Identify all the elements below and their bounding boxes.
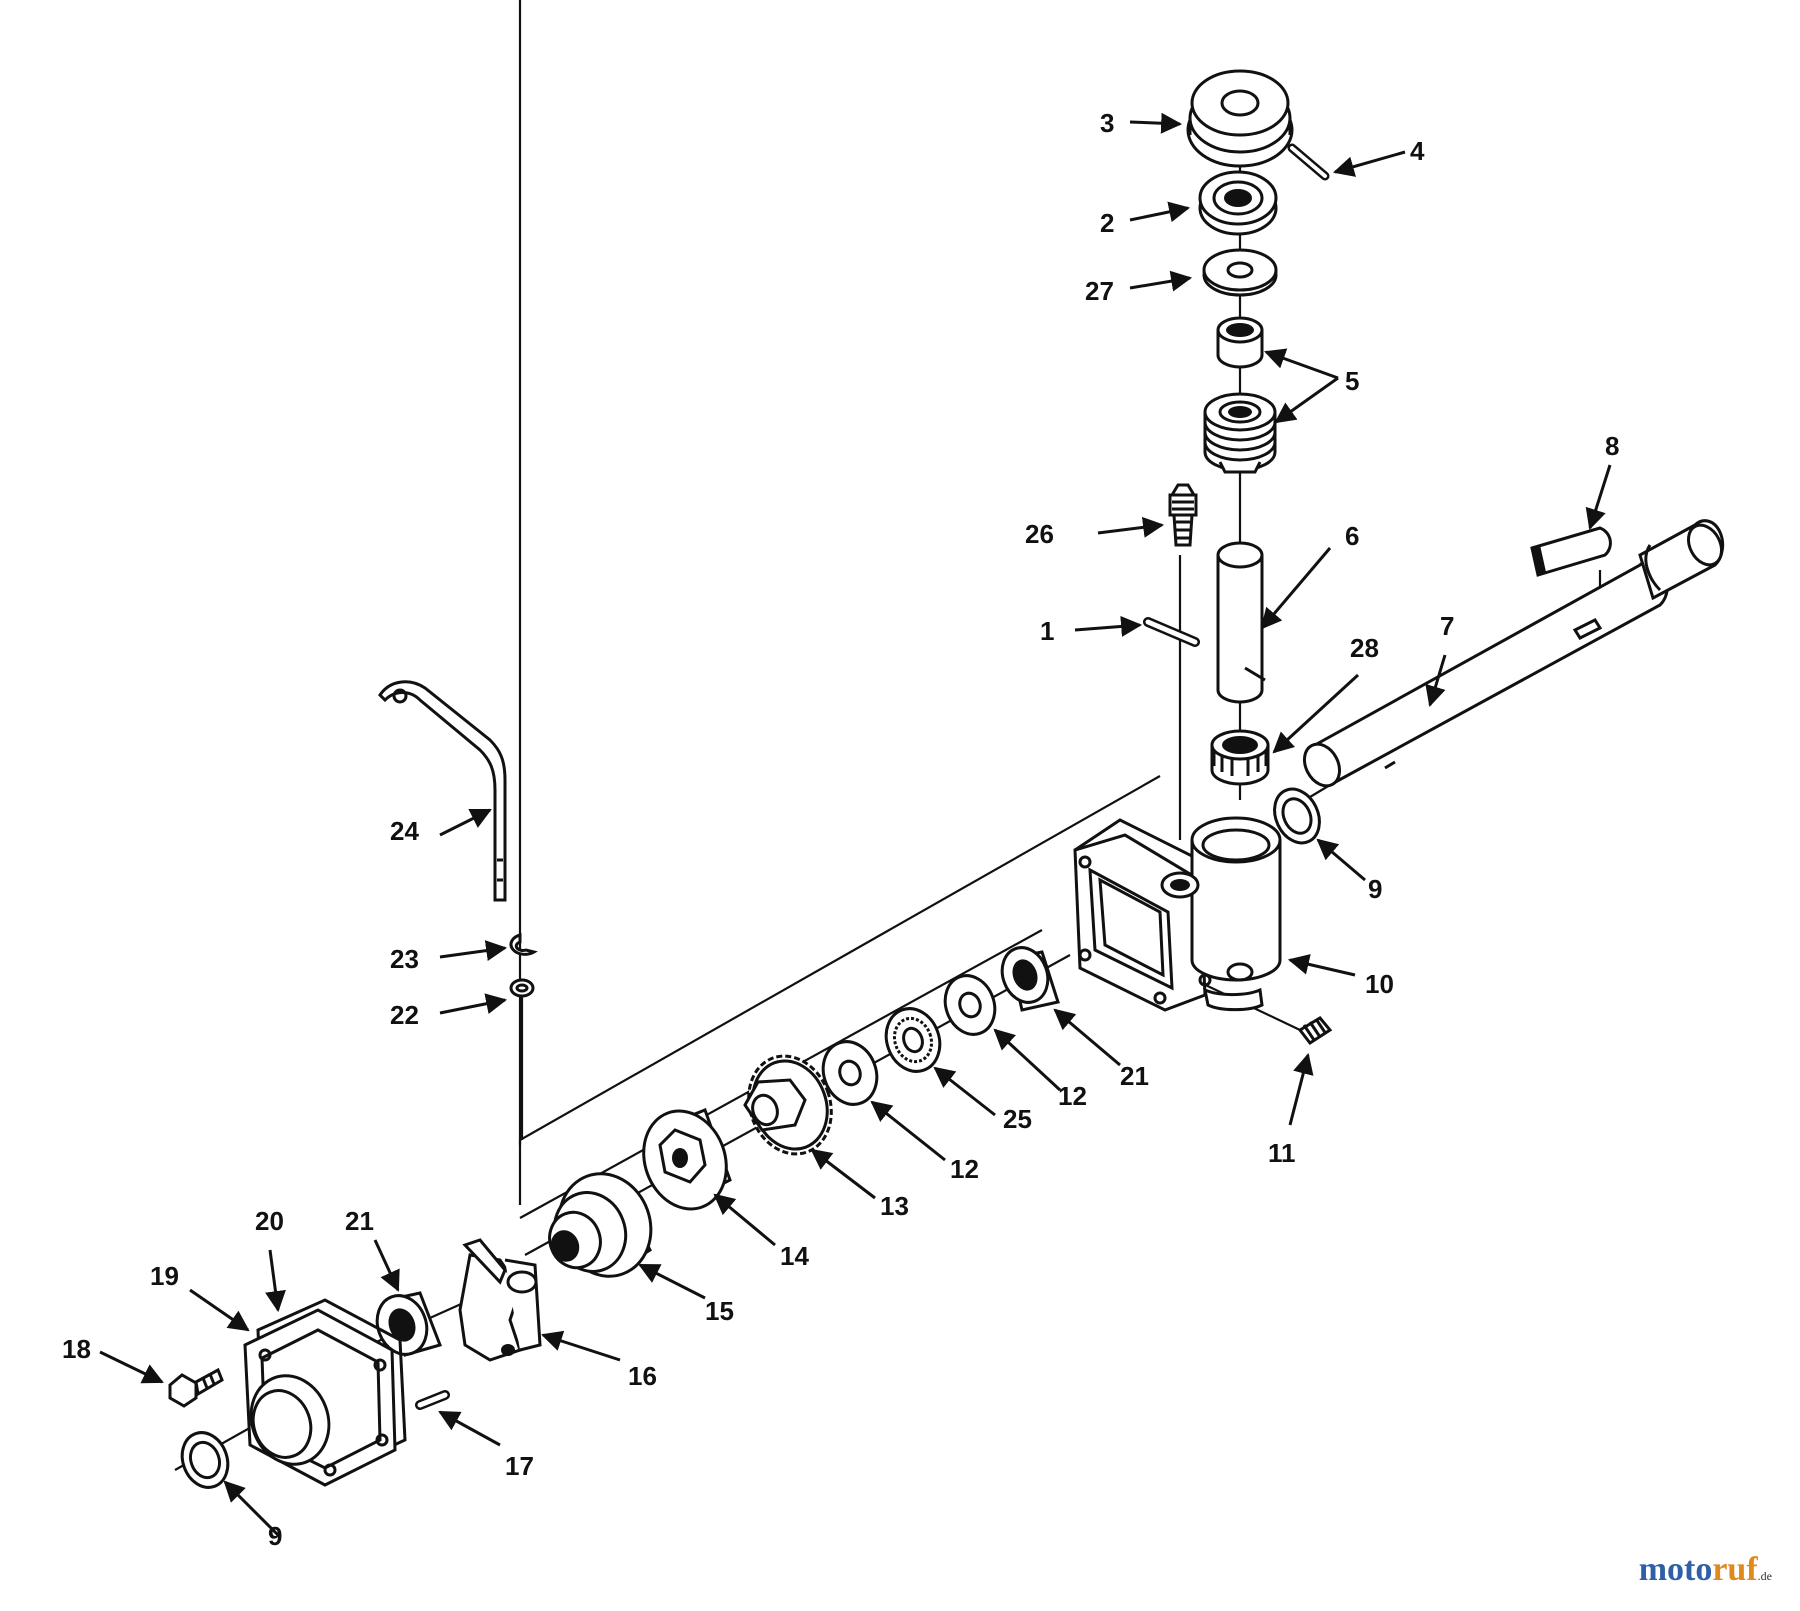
needle-bearing-part-28 — [1210, 729, 1270, 786]
part-labels: 3 4 2 27 5 26 6 8 1 7 28 24 9 23 10 22 2… — [62, 108, 1619, 1551]
label-9-lower: 9 — [268, 1521, 282, 1551]
label-27: 27 — [1085, 276, 1114, 306]
washer-part-12-right — [943, 974, 997, 1036]
label-4: 4 — [1410, 136, 1425, 166]
label-15: 15 — [705, 1296, 734, 1326]
bearing-part-2 — [1198, 170, 1278, 236]
label-11: 11 — [1268, 1138, 1296, 1168]
shift-rod-part-24 — [378, 680, 507, 902]
callout-arrows — [99, 112, 1612, 1537]
woodruff-key-part-8 — [1530, 526, 1612, 577]
label-9-upper: 9 — [1368, 874, 1382, 904]
watermark-part2: ruf — [1712, 1551, 1758, 1588]
bushing-part-5 — [1216, 316, 1264, 369]
grease-fitting-part-26 — [1168, 483, 1198, 547]
thrust-bearing-part-25 — [884, 1007, 942, 1073]
cover-part-20 — [243, 1308, 397, 1487]
clutch-collar-part-14 — [642, 1108, 732, 1211]
label-3: 3 — [1100, 108, 1114, 138]
label-25: 25 — [1003, 1104, 1032, 1134]
bushing-part-21-right — [1000, 946, 1060, 1012]
label-5: 5 — [1345, 366, 1359, 396]
label-18: 18 — [62, 1334, 91, 1364]
label-26: 26 — [1025, 519, 1054, 549]
label-12-left: 12 — [950, 1154, 979, 1184]
washer-part-12-left — [821, 1040, 879, 1106]
seal-part-9-lower — [180, 1431, 230, 1489]
axle-part-7 — [1302, 519, 1725, 788]
label-7: 7 — [1440, 611, 1454, 641]
label-12-right: 12 — [1058, 1081, 1087, 1111]
label-6: 6 — [1345, 521, 1359, 551]
pin-part-17 — [415, 1390, 450, 1410]
shaft-part-6 — [1216, 541, 1266, 704]
label-13: 13 — [880, 1191, 909, 1221]
label-28: 28 — [1350, 633, 1379, 663]
shift-fork-part-16 — [458, 1238, 542, 1362]
label-10: 10 — [1365, 969, 1394, 999]
label-17: 17 — [505, 1451, 534, 1481]
watermark-logo: motoruf.de — [1639, 1551, 1772, 1589]
key-part-4 — [1287, 143, 1330, 181]
label-22: 22 — [390, 1000, 419, 1030]
label-16: 16 — [628, 1361, 657, 1391]
washer-part-27 — [1202, 248, 1278, 297]
watermark-suffix: .de — [1757, 1569, 1772, 1583]
pin-part-1 — [1143, 617, 1200, 647]
e-clip-part-23 — [509, 933, 538, 956]
seal-part-9-upper — [1273, 787, 1321, 845]
gear-housing-part-10 — [1073, 816, 1282, 1012]
gear-part-13 — [743, 1054, 833, 1156]
bolt-part-18 — [168, 1367, 224, 1408]
label-2: 2 — [1100, 208, 1114, 238]
label-20: 20 — [255, 1206, 284, 1236]
label-21-right: 21 — [1120, 1061, 1149, 1091]
washer-part-22 — [509, 978, 535, 998]
label-8: 8 — [1605, 431, 1619, 461]
label-1: 1 — [1040, 616, 1054, 646]
label-14: 14 — [780, 1241, 809, 1271]
label-24: 24 — [390, 816, 419, 846]
cone-part-15 — [548, 1172, 653, 1278]
watermark-part1: moto — [1638, 1551, 1713, 1588]
label-21-left: 21 — [345, 1206, 374, 1236]
threaded-collar-part-5 — [1203, 392, 1277, 474]
label-19: 19 — [150, 1261, 179, 1291]
pulley-part-3 — [1186, 69, 1294, 168]
set-screw-part-11 — [1297, 1016, 1333, 1046]
label-23: 23 — [390, 944, 419, 974]
